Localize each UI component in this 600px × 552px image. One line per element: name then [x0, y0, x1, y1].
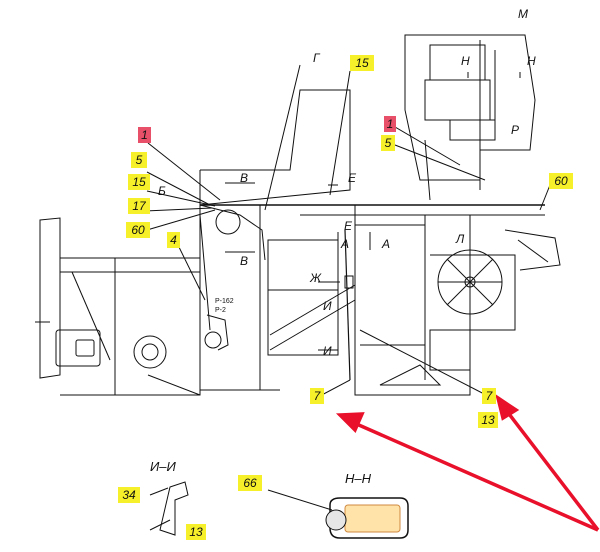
detail-nn	[267, 489, 409, 539]
callout-60-right: 60	[549, 173, 573, 189]
right-box	[429, 329, 471, 371]
callout-7-right: 7	[482, 388, 496, 404]
vertical-hose	[344, 229, 351, 381]
section-h-label-right: Н	[527, 54, 536, 68]
callout-60-left: 60	[126, 222, 150, 238]
section-a-label-right: А	[382, 237, 391, 251]
section-b-label-top: В	[240, 171, 249, 185]
section-h-label-left: Н	[461, 54, 470, 68]
detail-ii	[149, 481, 189, 536]
callout-1-left: 1	[138, 127, 151, 143]
round-cover	[133, 335, 167, 369]
callout-7-left: 7	[310, 388, 324, 404]
section-e-label-top: Е	[348, 171, 357, 185]
section-p-label: Р	[511, 123, 520, 137]
part-code-p162: Р-162	[215, 298, 234, 305]
callout-34: 34	[118, 487, 140, 503]
callout-17-left: 17	[128, 198, 150, 214]
section-l-label: Л	[456, 232, 465, 246]
callout-13-bottom: 13	[186, 524, 206, 540]
section-i-label-top: И	[323, 299, 332, 313]
callout-5-left: 5	[131, 152, 147, 168]
section-g-label: Г	[313, 51, 320, 65]
red-arrows	[335, 394, 600, 532]
section-i-label-bottom: И	[323, 344, 332, 358]
left-body	[60, 257, 201, 396]
callout-15-left: 15	[128, 174, 150, 190]
callout-15-top: 15	[350, 55, 374, 71]
section-e-label-bottom: Е	[344, 219, 353, 233]
left-hatch	[55, 329, 101, 367]
callout-66: 66	[238, 475, 262, 491]
central-frame	[199, 89, 351, 206]
section-zh-label: Ж	[310, 271, 322, 285]
callout-4: 4	[167, 232, 180, 248]
right-frame	[354, 205, 471, 396]
section-title-nn: Н–Н	[345, 471, 372, 486]
central-compartment	[267, 239, 339, 356]
hose-left	[199, 204, 266, 261]
section-b6-label: Б	[158, 184, 166, 198]
callout-5-right: 5	[381, 135, 395, 151]
section-b-label-bottom: В	[240, 254, 249, 268]
section-m-label: М	[518, 7, 528, 21]
callout-1-right: 1	[384, 116, 396, 132]
auger-tube	[504, 229, 561, 271]
part-code-r2: Р-2	[215, 307, 226, 314]
section-title-ii: И–И	[150, 459, 176, 474]
section-a-label-left: А	[341, 237, 350, 251]
left-frame	[39, 217, 61, 379]
callout-13-right: 13	[478, 412, 498, 428]
